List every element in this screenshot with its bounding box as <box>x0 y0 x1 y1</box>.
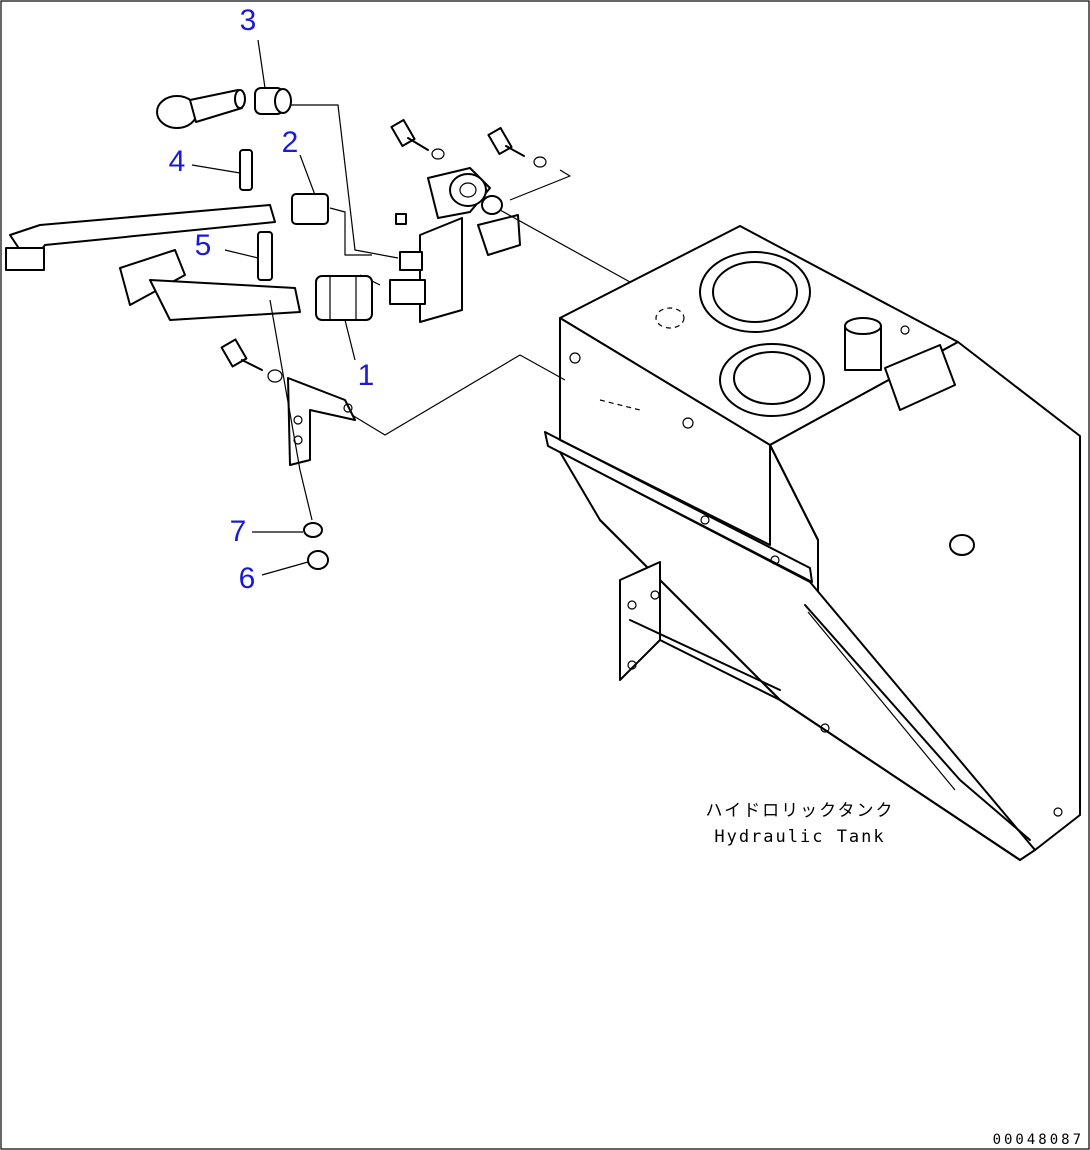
elbow-flange <box>449 173 487 207</box>
washer-icon <box>431 148 445 160</box>
mount-brace <box>659 639 781 701</box>
valve-outlet-upper <box>399 251 423 271</box>
clamp-3-ring <box>274 88 292 114</box>
leader-5 <box>224 249 259 259</box>
mount-bolt <box>627 600 637 610</box>
bracket-plate <box>287 377 356 466</box>
valve-body <box>419 217 463 323</box>
tank-hidden-port-2 <box>655 307 685 329</box>
valve-bracket <box>477 214 521 256</box>
leader-line <box>299 469 313 521</box>
leader-line <box>499 209 631 283</box>
caption-japanese: ハイドロリックタンク <box>706 801 895 821</box>
bolt-shank <box>407 137 429 151</box>
hoses <box>5 89 399 321</box>
pipe-top <box>189 89 243 123</box>
bolt-icon <box>487 126 513 156</box>
mount-brace-2 <box>629 619 781 691</box>
pipe-lower <box>149 279 301 321</box>
tank-hidden-port <box>599 399 641 411</box>
valve-outlet-lower <box>389 279 426 305</box>
bolt-icon <box>220 338 248 368</box>
tank-rivet <box>700 515 710 525</box>
leader-line <box>269 299 301 471</box>
bolt-shank <box>241 359 263 371</box>
bracket-hole <box>343 403 353 413</box>
leader-2 <box>299 154 316 196</box>
caption-english: Hydraulic Tank <box>714 827 885 847</box>
bolt-shank <box>505 145 525 157</box>
hose-long <box>9 204 276 266</box>
leader-4 <box>191 164 241 174</box>
leader-1 <box>344 319 356 361</box>
fitting-5 <box>257 231 273 281</box>
tank-rivet <box>900 325 910 335</box>
pipe-end <box>234 89 246 109</box>
clamp-2 <box>291 193 329 225</box>
tank-right-face <box>769 341 1081 851</box>
lower-bracket-assembly <box>220 299 566 570</box>
elbow-port <box>459 182 477 198</box>
hose-flange <box>5 247 45 271</box>
leader-line-to-tank <box>351 354 566 436</box>
tank-left-face <box>559 317 771 546</box>
nipple-icon <box>395 213 407 225</box>
tank-mount-bracket <box>619 561 661 681</box>
bolt-icon <box>390 118 416 148</box>
leader-line <box>290 104 399 259</box>
tank-port-inner <box>712 261 798 323</box>
document-id: 00048087 <box>993 1132 1084 1148</box>
o-ring <box>481 195 503 215</box>
washer-icon <box>533 156 547 168</box>
tank-rivet <box>1053 807 1063 817</box>
leader-line <box>509 169 571 201</box>
tank-edge <box>769 444 819 541</box>
leader-3 <box>257 39 266 89</box>
tank-rivet <box>682 417 694 429</box>
mount-bolt <box>627 660 637 670</box>
callout-5: 5 <box>195 229 212 262</box>
tank-rivet <box>569 352 581 364</box>
tank-filler-cap <box>844 317 882 335</box>
tank-rivet <box>770 555 780 565</box>
pipe-block <box>119 249 186 306</box>
callout-labels: 3 2 4 5 1 7 6 <box>169 4 375 595</box>
callout-7: 7 <box>230 515 247 548</box>
callout-leaders <box>191 39 356 576</box>
fitting-4 <box>239 149 253 191</box>
tank-sight-gauge <box>949 534 975 556</box>
callout-6: 6 <box>239 562 256 595</box>
callout-4: 4 <box>169 145 186 178</box>
clamp-1-bands <box>329 276 357 320</box>
leader-6 <box>261 561 309 576</box>
bracket-hole <box>293 435 303 445</box>
hydraulic-tank <box>544 225 1081 861</box>
washer-icon <box>267 369 283 383</box>
tank-rivet <box>820 723 830 733</box>
hopper-rib-2 <box>807 611 956 791</box>
bracket-hole <box>293 415 303 425</box>
clamp-1 <box>315 275 373 321</box>
callout-2: 2 <box>282 126 299 159</box>
clamps <box>239 87 373 321</box>
callout-1: 1 <box>358 359 375 392</box>
leader-line <box>329 207 372 256</box>
callout-3: 3 <box>240 4 257 37</box>
mount-bolt <box>650 590 660 600</box>
hopper-rib <box>804 604 1031 841</box>
nut-6 <box>307 550 329 570</box>
tank-lower-flange <box>544 431 813 583</box>
valve-assembly <box>389 118 631 323</box>
tank-side-guard <box>884 344 956 411</box>
washer-7 <box>303 522 323 538</box>
tank-port-filter-inner <box>733 351 811 405</box>
